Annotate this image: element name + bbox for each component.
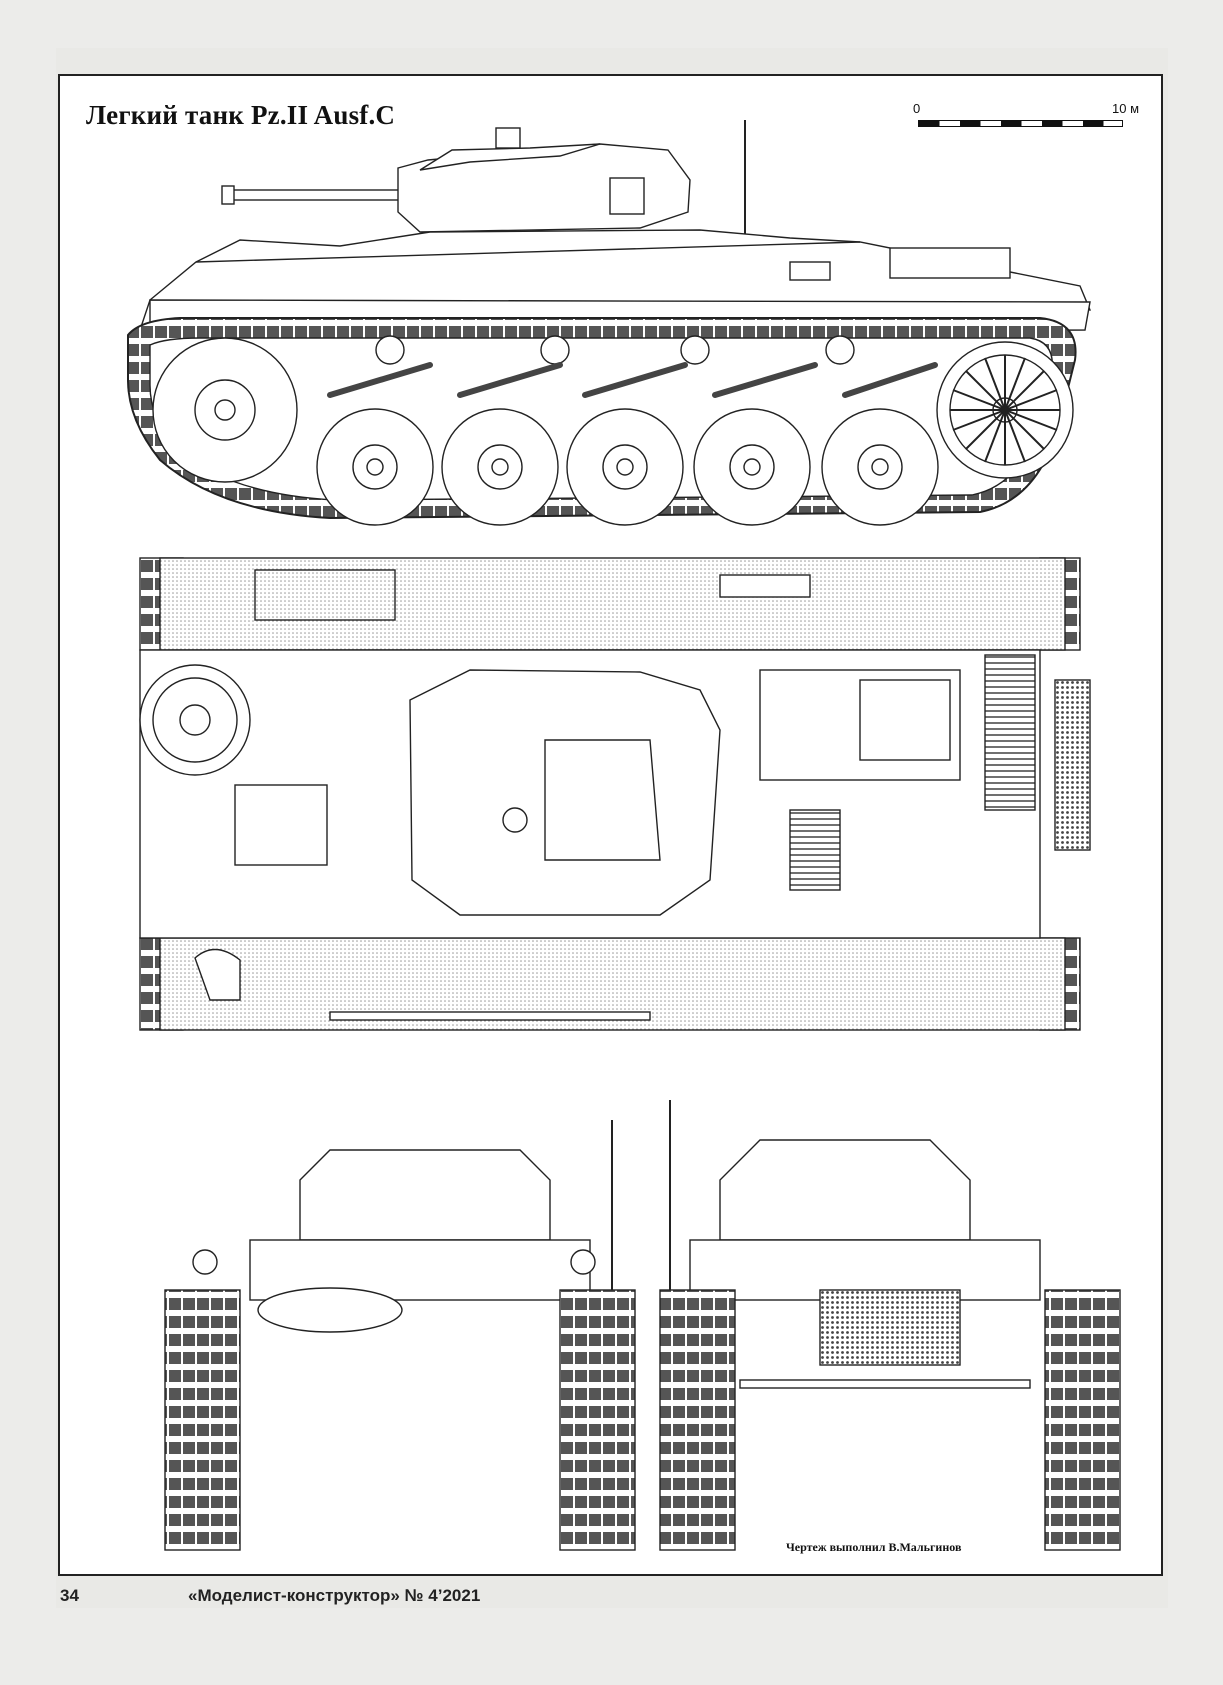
scale-start-label: 0 — [913, 101, 921, 116]
page-number: 34 — [60, 1586, 79, 1605]
return-roller — [540, 335, 570, 365]
top-view — [139, 557, 1091, 1031]
magazine-name: «Моделист-конструктор» № 4’2021 — [188, 1586, 481, 1605]
scale-bar — [918, 120, 1123, 127]
front-hatch-open — [257, 1287, 403, 1333]
exhaust-muffler-top — [1054, 679, 1091, 851]
shovel — [194, 948, 241, 1001]
front-track-left — [164, 1289, 241, 1551]
rear-muffler — [819, 1289, 961, 1366]
top-fender-left — [159, 557, 1066, 651]
drawing-title: Легкий танк Pz.II Ausf.C — [86, 100, 396, 130]
rear-view — [659, 1100, 1121, 1551]
return-roller — [375, 335, 405, 365]
return-roller — [680, 335, 710, 365]
side-view — [127, 120, 1092, 526]
scale-end-label: 10 м — [1112, 101, 1140, 116]
rear-turret — [719, 1139, 971, 1241]
commander-cupola — [495, 127, 521, 149]
return-roller — [825, 335, 855, 365]
front-view — [164, 1120, 636, 1551]
drawing-credit: Чертеж выполнил В.Мальгинов — [786, 1540, 962, 1554]
engine-grille — [984, 654, 1036, 811]
road-wheels — [316, 408, 939, 526]
engine-hatch — [859, 679, 951, 761]
rear-track-left — [659, 1289, 736, 1551]
front-track-right — [559, 1289, 636, 1551]
rear-track-right — [1044, 1289, 1121, 1551]
turret-hatch — [609, 177, 645, 215]
main-gun-barrel — [227, 189, 401, 201]
front-turret — [299, 1149, 551, 1241]
turret-hatch-top — [544, 739, 661, 861]
